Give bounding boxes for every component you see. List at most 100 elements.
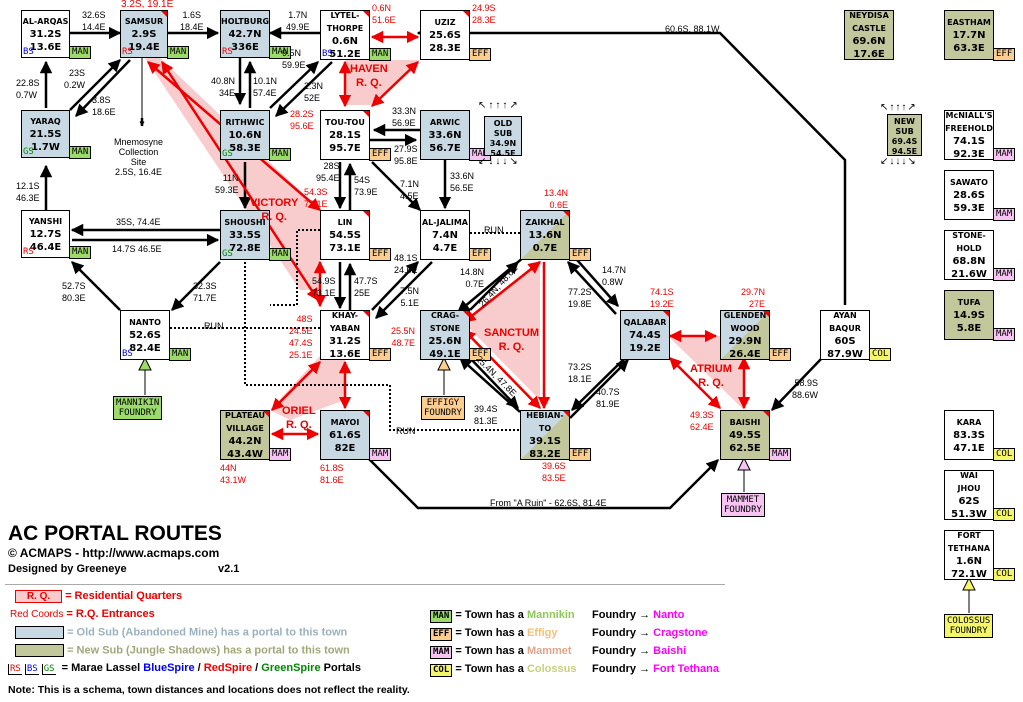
rq-entrance-marker: [763, 411, 769, 417]
route-samsur-yaraq: [75, 59, 131, 117]
rq-khay-plateau: [271, 361, 321, 411]
spire-tag-bs: BS: [122, 349, 133, 359]
town-lon: 72.8E: [229, 242, 261, 254]
legend-prefix: = Town has a: [455, 663, 524, 675]
old-sub-arrows-bottom-icon: ↙↓↓↓↘: [478, 156, 520, 167]
town-lat: 13.6N: [528, 229, 562, 241]
legend-prefix: = Town has a: [455, 645, 524, 657]
route-zaikhal-qalabar: [569, 251, 619, 307]
town-lat: 62S: [958, 496, 980, 507]
legend-tag: MAM: [430, 646, 453, 659]
legend-dest[interactable]: Fort Tethana: [653, 663, 719, 675]
page-title: AC PORTAL ROUTES: [8, 522, 222, 545]
new-sub-arrows-icon: ↖↑↑↑↗: [880, 102, 917, 113]
mannikin-arrowhead: [138, 356, 152, 371]
town-name: AYAN: [833, 311, 857, 320]
town-name: YABAN: [329, 324, 361, 333]
town-lat: 61.6S: [329, 429, 361, 441]
spire-tag-gs: GS: [222, 149, 233, 159]
town-name: JHOU: [957, 484, 981, 493]
foundry-tag-mam: MAM: [269, 448, 292, 461]
spire-tag-rs: RS: [8, 664, 22, 675]
legend-tag: COL: [430, 664, 453, 677]
spire-tag-bs: BS: [23, 47, 34, 57]
town-lat: 39.1S: [529, 436, 561, 447]
town-lat: 17.7N: [952, 29, 986, 41]
foundry-tag-man: MAN: [69, 46, 92, 59]
foundry-tag-man: MAN: [169, 348, 192, 361]
town-lat: 31.2S: [329, 336, 361, 347]
foundry-tag-mam: MAM: [993, 328, 1016, 341]
town-name: FREEHOLD: [945, 124, 993, 133]
town-lon: 51.2E: [329, 49, 361, 60]
town-lat: 42.7N: [228, 28, 262, 40]
foundry-tag-man: MAN: [269, 248, 292, 261]
route-qalabar-zaikhal: [567, 261, 617, 315]
legend-mid: Foundry →: [592, 609, 651, 621]
foundry-tag-eff: EFF: [993, 48, 1016, 61]
foundry-tag-eff: EFF: [469, 348, 492, 361]
town-lon: 82.4E: [129, 342, 161, 354]
town-lon: 1.7W: [31, 141, 60, 153]
effigy-arrowhead: [437, 356, 451, 371]
town-name: TUFA: [957, 297, 981, 307]
town-lon: 28.3E: [429, 42, 461, 54]
foundry-tag-eff: EFF: [569, 448, 592, 461]
rq-entrance-marker: [463, 311, 469, 317]
legend-dest[interactable]: Cragstone: [653, 627, 708, 639]
town-lon: 58.3E: [229, 142, 261, 154]
town-lon: 19.2E: [629, 342, 661, 354]
legend-dest[interactable]: Baishi: [653, 645, 687, 657]
spire-green: GreenSpire: [261, 662, 321, 674]
legend-dest[interactable]: Nanto: [653, 609, 685, 621]
foundry-tag-eff: EFF: [369, 248, 392, 261]
